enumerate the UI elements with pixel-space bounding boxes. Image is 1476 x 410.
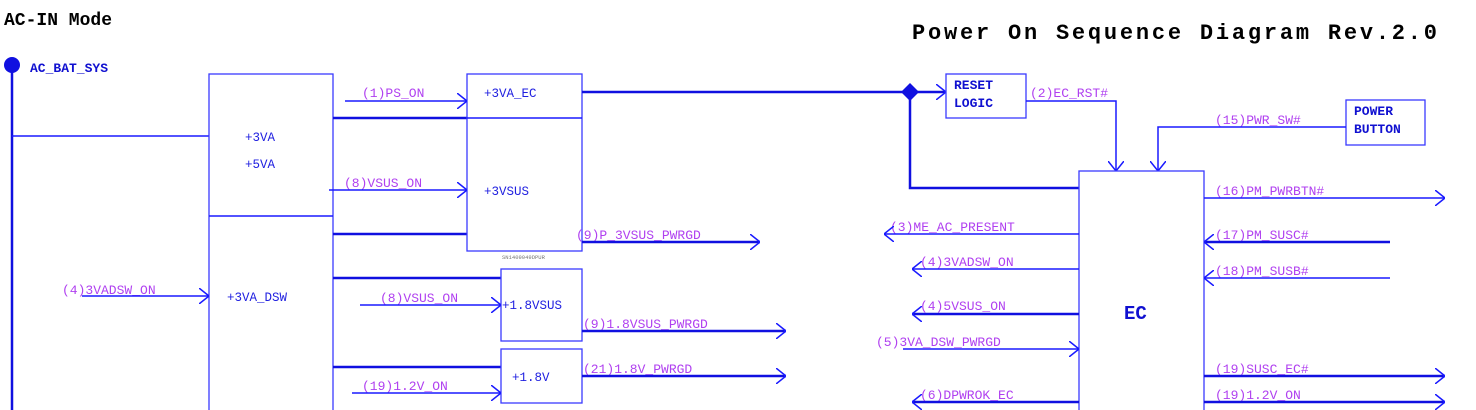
arrow bbox=[1026, 100, 1116, 171]
signal-pm-susc: (17)PM_SUSC# bbox=[1215, 228, 1309, 243]
diagram-title: Power On Sequence Diagram Rev.2.0 bbox=[912, 21, 1437, 46]
signal-pm-pwrbtn: (16)PM_PWRBTN# bbox=[1215, 184, 1324, 199]
label-3va-dsw: +3VA_DSW bbox=[227, 291, 288, 305]
rail-label: AC_BAT_SYS bbox=[30, 61, 108, 76]
signal-3vadsw-on-out: (4)3VADSW_ON bbox=[920, 255, 1014, 270]
reg-18vsus-box bbox=[500, 268, 583, 342]
label-3va: +3VA bbox=[245, 131, 276, 145]
signal-ps-on: (1)PS_ON bbox=[362, 86, 424, 101]
signal-susc-ec: (19)SUSC_EC# bbox=[1215, 362, 1309, 377]
reg-3va-ec-box bbox=[466, 73, 583, 252]
reset-logic-label: LOGIC bbox=[954, 96, 993, 111]
signal-1-8v-pwrgd: (21)1.8V_PWRGD bbox=[583, 362, 692, 377]
label-18vsus: +1.8VSUS bbox=[502, 299, 562, 313]
signal-1-2v-on-out: (19)1.2V_ON bbox=[1215, 388, 1301, 403]
signal-pwr-sw: (15)PWR_SW# bbox=[1215, 113, 1301, 128]
label-3va-ec: +3VA_EC bbox=[484, 87, 537, 101]
signal-ec-rst: (2)EC_RST# bbox=[1030, 86, 1108, 101]
vr-block bbox=[208, 73, 334, 410]
signal-5vsus-on: (4)5VSUS_ON bbox=[920, 299, 1006, 314]
reset-logic-box bbox=[945, 73, 1027, 119]
label-5va: +5VA bbox=[245, 158, 276, 172]
ec-label: EC bbox=[1124, 303, 1147, 325]
signal-p-3vsus-pwrgd: (9)P_3VSUS_PWRGD bbox=[576, 228, 701, 243]
wire-ec-power bbox=[908, 92, 1079, 190]
signal-vsus-on: (8)VSUS_ON bbox=[380, 291, 458, 306]
signal-3va-dsw-pwrgd: (5)3VA_DSW_PWRGD bbox=[876, 335, 1001, 350]
power-button-label: POWER bbox=[1354, 104, 1393, 119]
signal-me-ac-present: (3)ME_AC_PRESENT bbox=[890, 220, 1015, 235]
signal-3vadsw-on: (4)3VADSW_ON bbox=[62, 283, 156, 298]
mode-title: AC-IN Mode bbox=[4, 11, 112, 31]
ec-box bbox=[1078, 170, 1205, 410]
signal-1-2v-on: (19)1.2V_ON bbox=[362, 379, 448, 394]
arrow bbox=[1158, 126, 1346, 171]
signal-pm-susb: (18)PM_SUSB# bbox=[1215, 264, 1309, 279]
power-button-box bbox=[1345, 99, 1426, 146]
label-3vsus: +3VSUS bbox=[484, 185, 529, 199]
signal-vsus-on: (8)VSUS_ON bbox=[344, 176, 422, 191]
part-number: SN1409049DPUR bbox=[502, 254, 546, 261]
signal-1-8vsus-pwrgd: (9)1.8VSUS_PWRGD bbox=[583, 317, 708, 332]
signal-dpwrok-ec: (6)DPWROK_EC bbox=[920, 388, 1014, 403]
reset-logic-label: RESET bbox=[954, 78, 993, 93]
label-18v: +1.8V bbox=[512, 371, 550, 385]
power-button-label: BUTTON bbox=[1354, 122, 1401, 137]
